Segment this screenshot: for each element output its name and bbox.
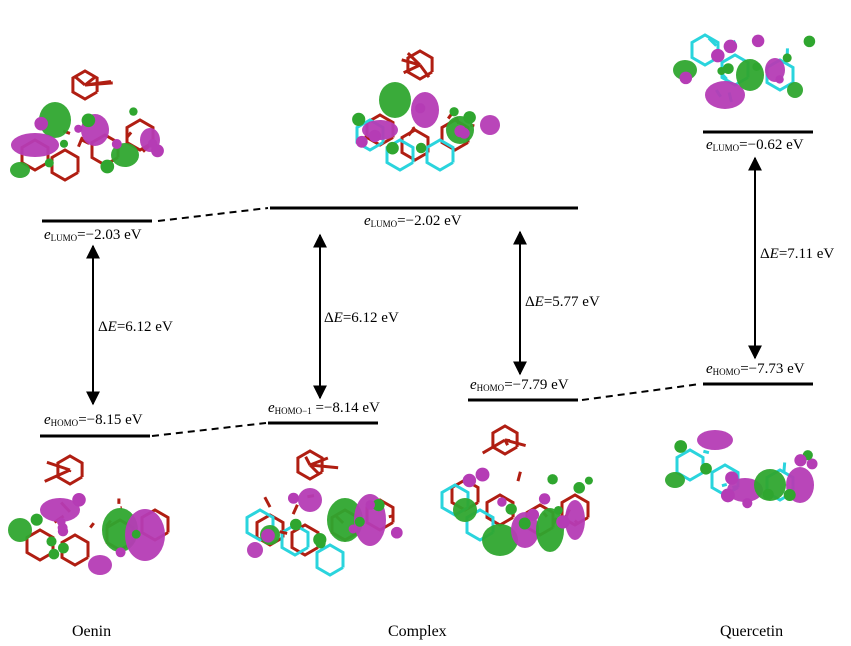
oenin-homo-orbital-image bbox=[8, 454, 170, 575]
caption-oenin: Oenin bbox=[72, 623, 112, 640]
quercetin-homo-label: eHOMO=−7.73 eV bbox=[706, 361, 805, 377]
quercetin-lumo-orbital-image bbox=[673, 33, 816, 109]
gap-label-oenin: ΔE=6.12 eV bbox=[98, 319, 173, 335]
gap-label-complex1: ΔE=6.12 eV bbox=[324, 310, 399, 326]
gap-label-complex2: ΔE=5.77 eV bbox=[525, 294, 600, 310]
gap-label-quercetin: ΔE=7.11 eV bbox=[760, 246, 835, 262]
quercetin-lumo-label: eLUMO=−0.62 eV bbox=[706, 137, 804, 153]
connector-oenin-homo bbox=[151, 422, 267, 437]
oenin-lumo-orbital-image bbox=[10, 69, 164, 182]
complex-homo1-orbital-image bbox=[245, 449, 403, 577]
caption-complex: Complex bbox=[388, 623, 447, 640]
connector-oenin-lumo bbox=[157, 207, 269, 222]
complex-lumo-orbital-image bbox=[352, 49, 500, 172]
caption-quercetin: Quercetin bbox=[720, 623, 784, 640]
complex-homo1-label: eHOMO−1 =−8.14 eV bbox=[268, 400, 380, 416]
quercetin-homo-orbital-image bbox=[665, 430, 818, 509]
complex-homo-orbital-image bbox=[440, 424, 593, 556]
connector-quercetin-homo bbox=[581, 383, 701, 401]
oenin-lumo-label: eLUMO=−2.03 eV bbox=[44, 227, 142, 243]
complex-homo-label: eHOMO=−7.79 eV bbox=[470, 377, 569, 393]
oenin-homo-label: eHOMO=−8.15 eV bbox=[44, 412, 143, 428]
complex-lumo-label: eLUMO=−2.02 eV bbox=[364, 213, 462, 229]
